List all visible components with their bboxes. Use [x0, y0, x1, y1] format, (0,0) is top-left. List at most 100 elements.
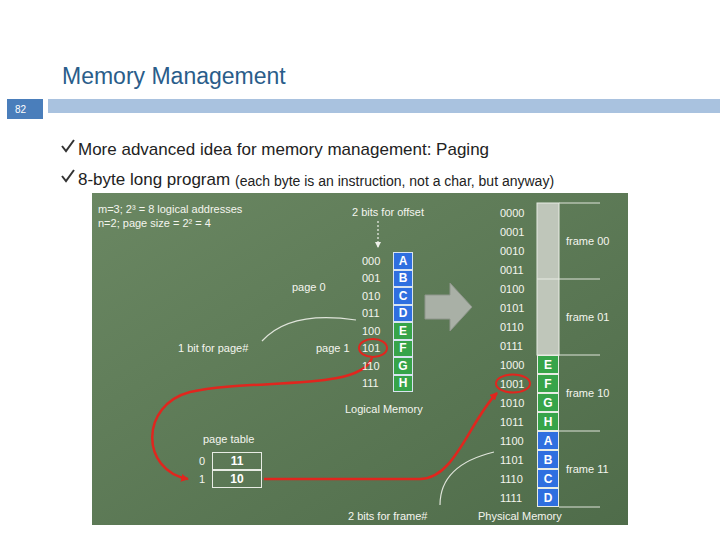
- memory-cell: E: [537, 355, 559, 374]
- memory-cell: H: [393, 375, 413, 393]
- page-label: page 0: [292, 280, 326, 294]
- physical-address: 0000: [500, 206, 524, 220]
- cell-text: A: [399, 254, 408, 268]
- memory-cell: A: [537, 431, 559, 450]
- memory-cell: D: [393, 305, 413, 323]
- table-caption: page table: [203, 432, 254, 446]
- cell-text: E: [399, 324, 407, 338]
- cell-text: G: [543, 396, 552, 410]
- memory-cell: B: [393, 270, 413, 288]
- logical-address: 011: [362, 306, 380, 320]
- logical-address: 111: [362, 376, 379, 390]
- physical-address: 1001: [500, 377, 524, 391]
- cell-text: 10: [230, 472, 243, 486]
- physical-address: 0101: [500, 301, 524, 315]
- logical-address: 100: [362, 324, 380, 338]
- bullet-note: (each byte is an instruction, not a char…: [235, 172, 554, 190]
- page-number-box: [7, 99, 43, 119]
- board-note: 1 bit for page#: [178, 341, 248, 355]
- frame-divider: [559, 507, 600, 508]
- whiteboard-photo: [92, 193, 628, 525]
- frame-divider: [559, 203, 600, 204]
- leader-line: [262, 318, 356, 341]
- page-number: 82: [15, 103, 26, 116]
- memory-cell: C: [393, 287, 413, 305]
- frame-divider: [559, 431, 600, 432]
- header-bar: [48, 99, 720, 113]
- red-arrow: [264, 393, 497, 479]
- logical-address: 110: [362, 359, 380, 373]
- cell-text: B: [399, 271, 408, 285]
- memory-cell: B: [537, 450, 559, 469]
- board-note: m=3; 2³ = 8 logical addresses: [98, 202, 242, 216]
- memory-cell: C: [537, 469, 559, 488]
- logical-address: 001: [362, 271, 380, 285]
- cell-text: B: [544, 453, 553, 467]
- memory-cell: F: [393, 340, 413, 358]
- frame-label: frame 01: [566, 310, 609, 324]
- physical-address: 1010: [500, 396, 524, 410]
- check-bullet: [62, 170, 74, 181]
- physical-address: 0100: [500, 282, 524, 296]
- leader-line: [440, 452, 494, 505]
- table-row-index: 0: [199, 454, 205, 468]
- physical-address: 1000: [500, 358, 524, 372]
- physical-address: 0111: [500, 339, 523, 353]
- cell-text: F: [399, 341, 406, 355]
- physical-address: 1111: [500, 491, 522, 505]
- memory-cell: D: [537, 488, 559, 507]
- physical-address: 1100: [500, 434, 524, 448]
- slide-title: Memory Management: [62, 62, 286, 90]
- cell-text: E: [544, 358, 552, 372]
- check-bullet: [62, 140, 74, 151]
- cell-text: A: [544, 434, 553, 448]
- frame-label: frame 00: [566, 234, 609, 248]
- cell-text: C: [399, 289, 408, 303]
- frame-label: frame 11: [566, 462, 609, 476]
- physical-address: 0011: [500, 263, 524, 277]
- physical-address: 0001: [500, 225, 524, 239]
- physical-address: 1011: [500, 415, 524, 429]
- cell-text: 11: [231, 454, 244, 468]
- logical-address: 010: [362, 289, 380, 303]
- leader-line: [377, 221, 378, 247]
- highlight-circle: [496, 375, 530, 393]
- memory-cell: F: [537, 374, 559, 393]
- bullet-text: 8-byte long program: [78, 169, 230, 190]
- cell-text: G: [398, 359, 407, 373]
- physical-address: 0010: [500, 244, 524, 258]
- cell-text: C: [544, 472, 553, 486]
- empty-frames: [537, 203, 559, 355]
- highlight-circle: [359, 339, 387, 357]
- page-label: page 1: [316, 341, 350, 355]
- logical-address: 000: [362, 254, 380, 268]
- memory-cell: E: [393, 322, 413, 340]
- table-row-index: 1: [199, 472, 205, 486]
- cell-text: F: [544, 377, 551, 391]
- cell-text: H: [399, 376, 408, 390]
- logical-address: 101: [362, 341, 380, 355]
- frame-divider: [537, 279, 559, 280]
- cell-text: D: [544, 491, 553, 505]
- frame-divider: [559, 355, 600, 356]
- frame-divider: [559, 279, 600, 280]
- page-table-cell: 10: [212, 470, 262, 488]
- frame-label: frame 10: [566, 386, 609, 400]
- physical-address: 1101: [500, 453, 524, 467]
- memory-cell: G: [537, 393, 559, 412]
- bullet-text: More advanced idea for memory management…: [78, 139, 489, 160]
- physical-address: 1110: [500, 472, 523, 486]
- board-note: n=2; page size = 2² = 4: [98, 216, 211, 230]
- memory-cell: H: [537, 412, 559, 431]
- board-note: 2 bits for offset: [352, 205, 424, 219]
- memory-caption: Physical Memory: [478, 509, 562, 523]
- cell-text: H: [544, 415, 553, 429]
- board-note: 2 bits for frame#: [348, 509, 427, 523]
- page-table-cell: 11: [212, 452, 262, 470]
- red-arrow: [152, 358, 372, 479]
- memory-cell: G: [393, 357, 413, 375]
- physical-address: 0110: [500, 320, 524, 334]
- memory-caption: Logical Memory: [345, 402, 423, 416]
- mapping-arrow: [425, 283, 472, 331]
